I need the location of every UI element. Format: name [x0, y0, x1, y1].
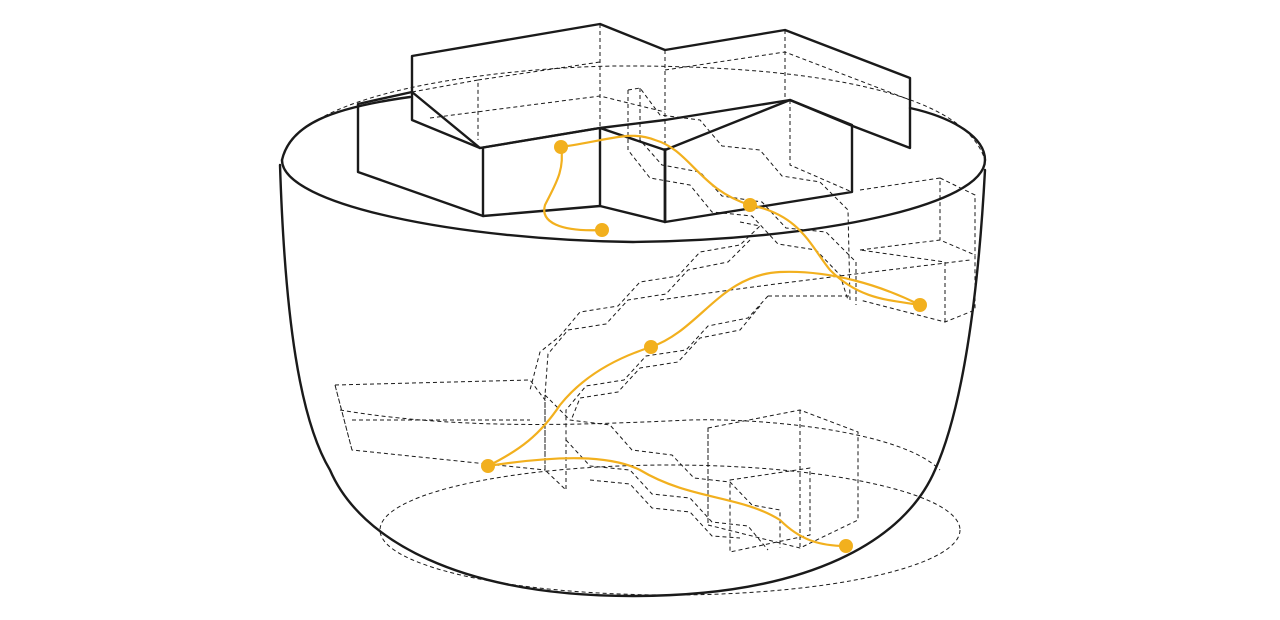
main-stair-lower: [565, 295, 850, 445]
west-chamber-box: [334, 379, 546, 471]
route-lines: [486, 134, 922, 548]
node-lower-west: [481, 459, 495, 473]
bowl-rim-top-left: [280, 95, 412, 162]
building-hidden-edges: [411, 24, 911, 193]
bowl-rim-front: [280, 158, 987, 244]
building-back-block: [410, 22, 912, 150]
main-stair-upper: [529, 221, 761, 396]
bowl-body: [278, 163, 987, 598]
cross-building: [356, 22, 912, 224]
ground-volume: [278, 65, 987, 598]
east-chamber-box: [859, 177, 976, 323]
route-roof-a-to-upper-junction: [559, 134, 752, 207]
lower-east-cube: [707, 409, 859, 553]
route-upper-junction-to-east-chamber: [748, 203, 922, 307]
building-front-block: [356, 90, 667, 224]
node-roof-a: [554, 140, 568, 154]
node-upper-junction: [743, 198, 757, 212]
bowl-floor-ellipse: [379, 464, 961, 596]
route-nodes: [481, 140, 927, 553]
lower-stair: [544, 394, 781, 551]
node-roof-b: [595, 223, 609, 237]
route-roof-b-to-roof-a: [543, 145, 604, 232]
sweep-curve-1: [339, 409, 941, 471]
building-east-wing: [663, 98, 854, 224]
node-east-chamber: [913, 298, 927, 312]
bowl-rim-back: [281, 65, 986, 161]
upper-stair-right: [639, 88, 857, 305]
node-mid-stair: [644, 340, 658, 354]
route-lower-west-to-lower-east: [486, 457, 848, 548]
route-mid-stair-to-lower-west: [486, 345, 653, 468]
tunnel-stairs: [334, 87, 976, 553]
sweep-curve-2: [659, 259, 971, 301]
node-lower-east: [839, 539, 853, 553]
upper-stair-left: [627, 87, 851, 301]
route-east-chamber-to-mid-stair: [649, 270, 922, 349]
bowl-rim-top-right: [908, 106, 987, 162]
